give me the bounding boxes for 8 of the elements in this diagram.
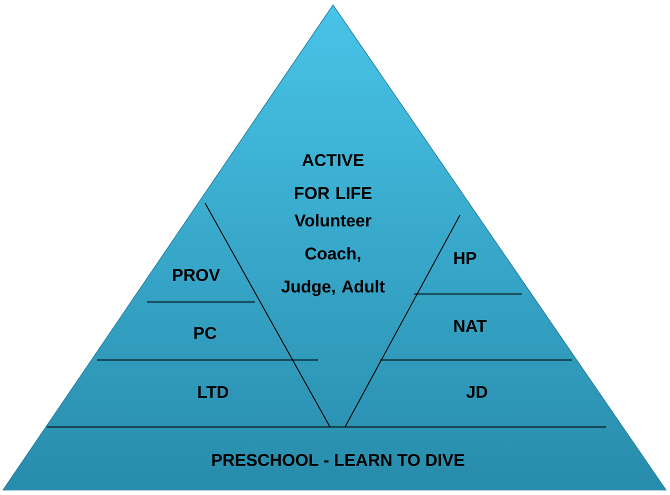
level-label: PC <box>194 326 216 340</box>
level-label: PROV <box>173 268 220 282</box>
level-label: NAT <box>454 320 487 332</box>
level-label: PRESCHOOL - LEARN TO DIVE <box>212 454 464 466</box>
level-label: HP <box>454 252 476 264</box>
level-label: LTD <box>198 386 228 398</box>
level-label: JD <box>466 386 488 398</box>
level-label: ACTIVE FOR LIFE Volunteer Coach, Judge, Adult <box>281 154 385 296</box>
